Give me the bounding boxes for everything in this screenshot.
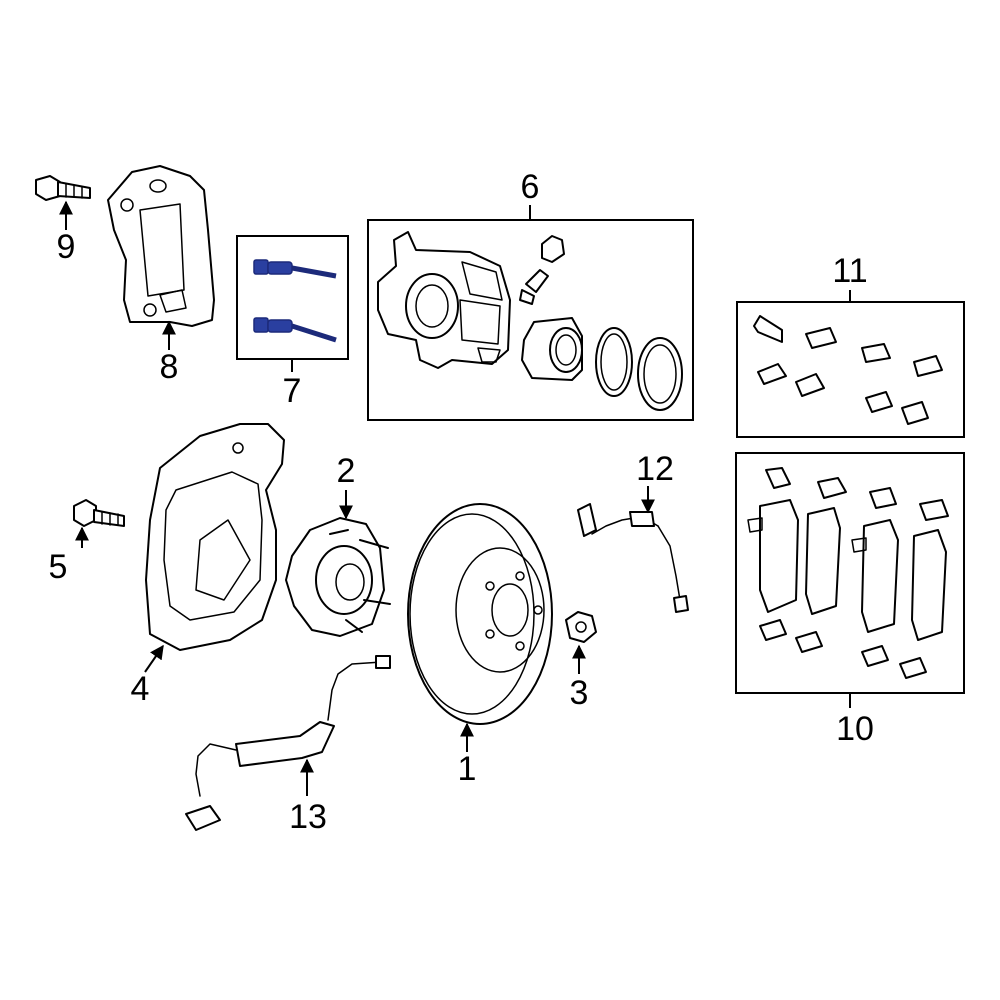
callout-label-disc: 1 <box>458 750 477 788</box>
wear-sensor-part <box>577 503 689 613</box>
callout-label-hub: 2 <box>337 452 356 490</box>
abs-sensor-part <box>185 655 391 831</box>
callout-label-abs-sensor: 13 <box>289 798 327 836</box>
nut-part <box>565 611 597 643</box>
caliper-bracket-part <box>107 165 215 327</box>
callout-label-nut: 3 <box>570 674 589 712</box>
leader-lines <box>59 200 851 796</box>
guide-pins-part <box>253 259 337 343</box>
caliper-part <box>377 231 683 411</box>
callout-label-wear-sensor: 12 <box>636 450 674 488</box>
hub-part <box>285 517 391 637</box>
callout-label-caliper-bracket: 8 <box>160 348 179 386</box>
callout-label-shield-bolt: 5 <box>49 548 68 586</box>
callout-label-bracket-bolt: 9 <box>57 228 76 266</box>
shield-bolt-part <box>73 499 125 527</box>
callout-label-guide-pins: 7 <box>283 372 302 410</box>
callout-label-pad-clips: 11 <box>832 252 867 290</box>
callout-label-pads: 10 <box>836 710 874 748</box>
bracket-bolt-part <box>35 175 91 201</box>
pads-part <box>747 467 949 679</box>
callout-labels: 1 2 3 4 5 6 7 8 9 10 11 12 13 <box>49 168 874 836</box>
disc-part <box>407 503 553 725</box>
pad-clips-part <box>753 315 943 425</box>
callout-label-shield: 4 <box>131 670 150 708</box>
callout-label-caliper: 6 <box>521 168 540 206</box>
shield-part <box>145 423 285 651</box>
